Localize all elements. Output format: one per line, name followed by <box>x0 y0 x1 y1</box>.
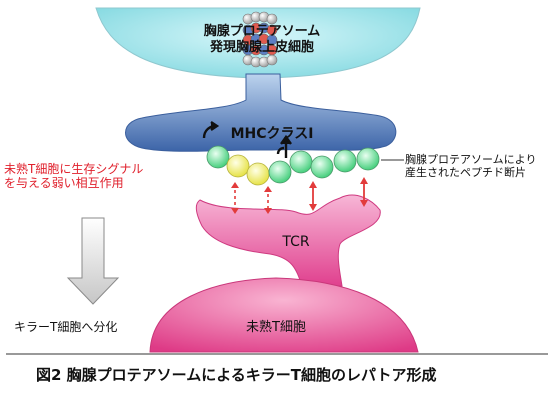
peptide-fragment <box>206 145 380 186</box>
thymic-epithelial-cell-label: 胸腺プロテアソーム 発現胸腺上皮細胞 <box>204 24 321 55</box>
survival-signal-label: 未熟T細胞に生存シグナル を与える弱い相互作用 <box>4 162 143 191</box>
peptide-residue <box>310 155 334 179</box>
mhc-label: MHCクラスI <box>230 126 314 142</box>
thymic-cell-label-line1: 胸腺プロテアソーム <box>203 24 321 39</box>
peptide-residue <box>333 149 357 173</box>
survival-signal-line1: 未熟T細胞に生存シグナル <box>4 162 144 176</box>
peptide-label: 胸腺プロテアソームにより 産生されたペプチド断片 <box>405 153 536 179</box>
peptide-residue <box>206 145 230 169</box>
figure-caption: 図2 胸腺プロテアソームによるキラーT細胞のレパトア形成 <box>36 366 437 384</box>
weak-interaction-arrows <box>231 182 272 214</box>
mhc-class-i-molecule <box>125 73 397 152</box>
mhc-binding-arrows <box>202 121 292 158</box>
immature-t-cell <box>149 277 419 353</box>
tcr-label: TCR <box>282 234 310 250</box>
killer-t-cell-label: キラーT細胞へ分化 <box>14 320 118 334</box>
peptide-label-line2: 産生されたペプチド断片 <box>405 166 526 180</box>
peptide-residue <box>289 150 313 174</box>
proteasome-icon <box>242 11 278 68</box>
thymic-cell-label-line2: 発現胸腺上皮細胞 <box>209 39 314 55</box>
peptide-residue <box>246 162 270 186</box>
peptide-residue <box>268 160 292 184</box>
peptide-residue <box>356 147 380 171</box>
tcr-receptor <box>195 194 381 287</box>
peptide-residue <box>226 154 250 178</box>
differentiation-arrow <box>66 217 120 305</box>
peptide-label-line1: 胸腺プロテアソームにより <box>405 153 537 166</box>
survival-signal-line2: を与える弱い相互作用 <box>4 176 124 191</box>
immature-t-cell-label: 未熟T細胞 <box>246 320 306 335</box>
strong-interaction-arrows <box>309 177 368 211</box>
